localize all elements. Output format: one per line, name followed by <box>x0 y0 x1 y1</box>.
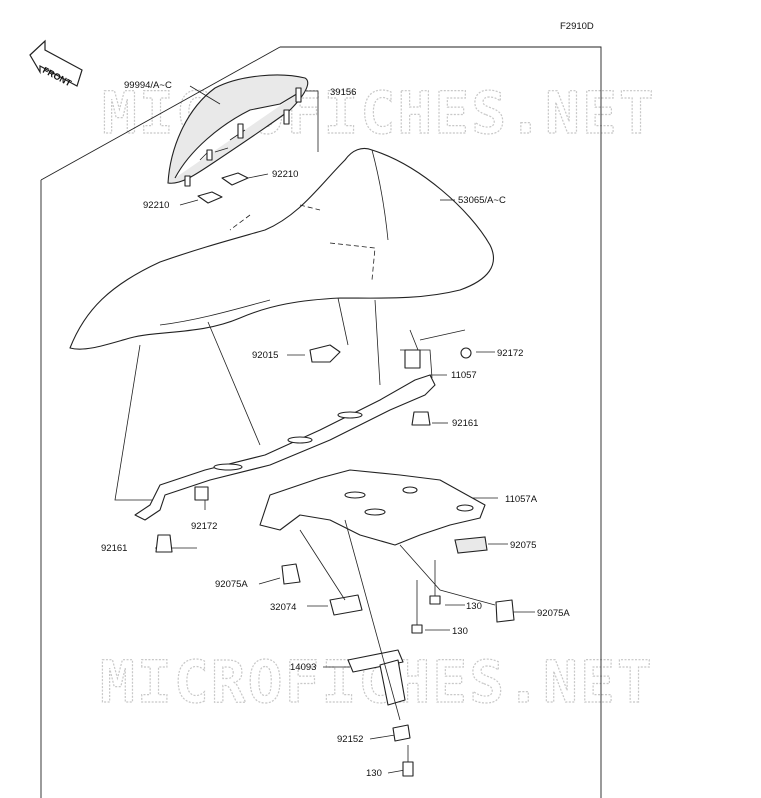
label-92210-b: 92210 <box>143 200 169 211</box>
bracket-11057A <box>259 469 486 546</box>
assembly-line-lower <box>344 519 401 721</box>
screw-92172-a <box>460 347 472 359</box>
leader-39156 <box>306 90 319 152</box>
assembly-lines-center <box>337 297 381 386</box>
assembly-lines-left <box>114 321 261 501</box>
seat-cover <box>69 147 495 350</box>
label-99994: 99994/A~C <box>124 80 172 91</box>
clip-92015 <box>309 344 341 363</box>
leader-130-c <box>387 769 406 774</box>
label-92075A-a: 92075A <box>215 579 248 590</box>
bolt-130-c <box>402 745 414 777</box>
label-130-b: 130 <box>452 626 468 637</box>
leader-99994 <box>189 85 221 105</box>
frame-top-diag <box>40 46 281 181</box>
front-arrow-icon: FRONT <box>29 39 83 89</box>
label-11057: 11057 <box>451 370 477 381</box>
stay-32074 <box>299 529 363 616</box>
label-11057A: 11057A <box>505 494 538 505</box>
label-39156: 39156 <box>330 87 356 98</box>
seat-cowl <box>167 74 309 187</box>
assembly-line-right-lower <box>399 544 496 606</box>
bracket-11057 <box>134 349 436 521</box>
screw-92172-b <box>194 486 209 501</box>
bolt-130-a <box>429 560 441 605</box>
label-14093: 14093 <box>290 662 316 673</box>
damper-92161-a <box>411 411 431 426</box>
label-53065: 53065/A~C <box>458 195 506 206</box>
label-92152: 92152 <box>337 734 363 745</box>
frame-right <box>280 46 602 798</box>
leader-92210-b <box>179 199 199 206</box>
bolt-130-b <box>411 580 423 634</box>
leader-92152 <box>369 734 396 740</box>
label-130-a: 130 <box>466 601 482 612</box>
leader-92210-a <box>247 173 269 179</box>
label-92161-b: 92161 <box>101 543 127 554</box>
label-92210-a: 92210 <box>272 169 298 180</box>
label-32074: 32074 <box>270 602 296 613</box>
label-92075: 92075 <box>510 540 536 551</box>
label-92015: 92015 <box>252 350 278 361</box>
label-92161-a: 92161 <box>452 418 478 429</box>
grommet-92210-b <box>197 191 223 204</box>
grommet-92210-a <box>221 172 249 186</box>
washer-92152 <box>392 724 411 742</box>
damper-11057-top <box>404 349 421 369</box>
pad-92075 <box>454 536 488 554</box>
label-130-c: 130 <box>366 768 382 779</box>
label-92075A-b: 92075A <box>537 608 570 619</box>
figure-code: F2910D <box>560 21 594 32</box>
damper-92075A-a <box>281 563 301 585</box>
damper-92075A-b <box>495 599 515 623</box>
damper-92161-b <box>155 534 173 553</box>
leader-92075A-a <box>258 577 281 585</box>
label-92172-a: 92172 <box>497 348 523 359</box>
label-92172-b: 92172 <box>191 521 217 532</box>
